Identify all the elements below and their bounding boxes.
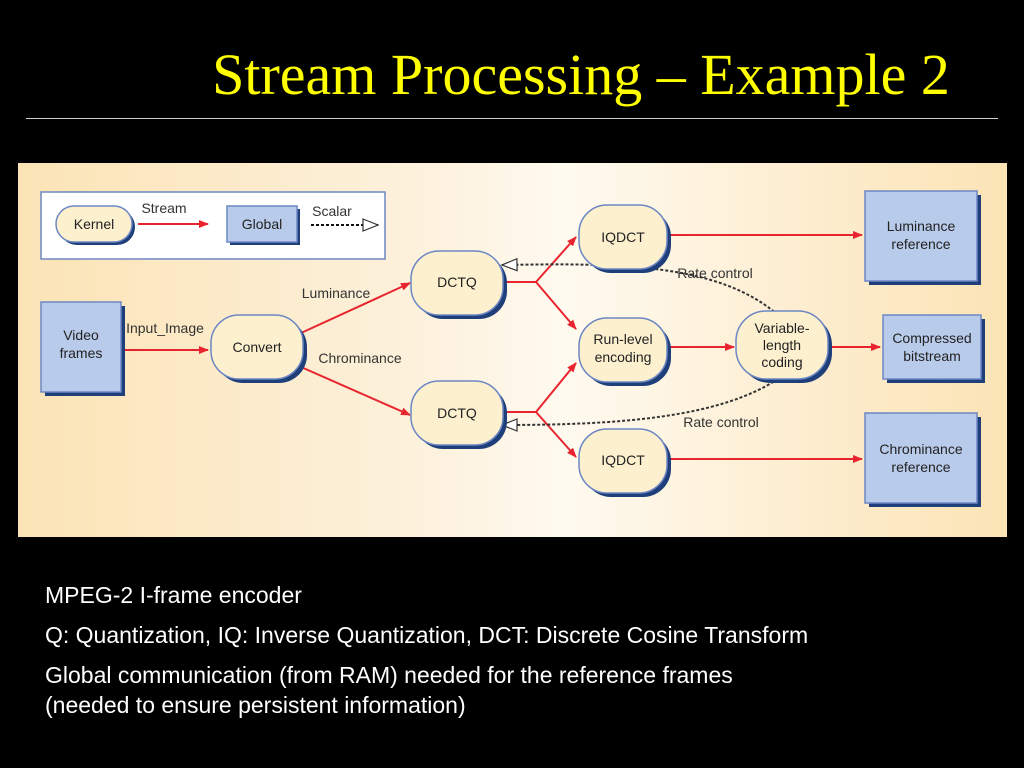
- arrow-dctq-bottom-iqdct: [535, 411, 577, 458]
- legend-stream-label: Stream: [141, 200, 186, 216]
- rate-control-label-top: Rate control: [677, 265, 752, 281]
- dctq-kernel-bottom: DCTQ: [410, 380, 507, 449]
- legend-kernel-label: Kernel: [74, 216, 114, 232]
- dctq-kernel-top: DCTQ: [410, 250, 507, 319]
- video-frames-label-1: Video: [63, 327, 99, 343]
- stream-diagram: Kernel Stream Global Scalar Input_Image …: [18, 163, 1007, 537]
- compressed-bitstream-label-1: Compressed: [892, 330, 971, 346]
- input-image-label: Input_Image: [126, 320, 204, 336]
- slide-title: Stream Processing – Example 2: [212, 42, 950, 107]
- run-level-kernel: Run-level encoding: [578, 317, 671, 386]
- note-global-communication: Global communication (from RAM) needed f…: [45, 662, 733, 688]
- compressed-bitstream-label-2: bitstream: [903, 348, 961, 364]
- note-abbreviations: Q: Quantization, IQ: Inverse Quantizatio…: [45, 622, 809, 648]
- chrominance-label: Chrominance: [318, 350, 401, 366]
- convert-label: Convert: [232, 339, 281, 355]
- convert-kernel: Convert: [210, 314, 307, 383]
- iqdct-top-label: IQDCT: [601, 229, 645, 245]
- dctq-top-label: DCTQ: [437, 274, 477, 290]
- legend-global: Global: [226, 205, 300, 245]
- legend-global-label: Global: [242, 216, 282, 232]
- chrominance-reference-label-1: Chrominance: [879, 441, 962, 457]
- run-level-label-1: Run-level: [593, 331, 652, 347]
- vlc-kernel: Variable- length coding: [735, 310, 832, 383]
- chrominance-reference-block: Chrominance reference: [864, 412, 981, 507]
- rate-control-arrows: [500, 257, 779, 432]
- luminance-reference-label-2: reference: [891, 236, 950, 252]
- vlc-label-1: Variable-: [755, 320, 810, 336]
- arrow-convert-dctq-bottom: [300, 366, 411, 416]
- title-divider: [26, 118, 998, 119]
- arrow-dctq-bottom-runlevel: [535, 362, 577, 413]
- iqdct-kernel-bottom: IQDCT: [578, 428, 671, 497]
- arrow-convert-dctq-top: [300, 282, 411, 334]
- compressed-bitstream-block: Compressed bitstream: [882, 314, 985, 383]
- vlc-label-3: coding: [761, 354, 802, 370]
- luminance-reference-block: Luminance reference: [864, 190, 981, 285]
- video-frames-label-2: frames: [60, 345, 103, 361]
- chrominance-reference-label-2: reference: [891, 459, 950, 475]
- note-encoder: MPEG-2 I-frame encoder: [45, 582, 302, 608]
- iqdct-kernel-top: IQDCT: [578, 204, 671, 273]
- run-level-label-2: encoding: [595, 349, 652, 365]
- iqdct-bottom-label: IQDCT: [601, 452, 645, 468]
- vlc-label-2: length: [763, 337, 801, 353]
- legend-kernel: Kernel: [55, 205, 135, 245]
- video-frames-block: Video frames: [40, 301, 125, 396]
- stream-arrows: [122, 231, 881, 463]
- arrow-dctq-top-iqdct: [535, 236, 577, 283]
- legend-scalar-label: Scalar: [312, 203, 352, 219]
- rate-control-label-bottom: Rate control: [683, 414, 758, 430]
- rate-control-arrow-top: [500, 257, 779, 316]
- note-persistent-info: (needed to ensure persistent information…: [45, 692, 466, 718]
- luminance-reference-label-1: Luminance: [887, 218, 956, 234]
- slide-notes: MPEG-2 I-frame encoder Q: Quantization, …: [45, 580, 1015, 730]
- dctq-bottom-label: DCTQ: [437, 405, 477, 421]
- arrow-dctq-top-runlevel: [535, 281, 577, 330]
- luminance-label: Luminance: [302, 285, 371, 301]
- legend-box: Kernel Stream Global Scalar: [40, 191, 386, 260]
